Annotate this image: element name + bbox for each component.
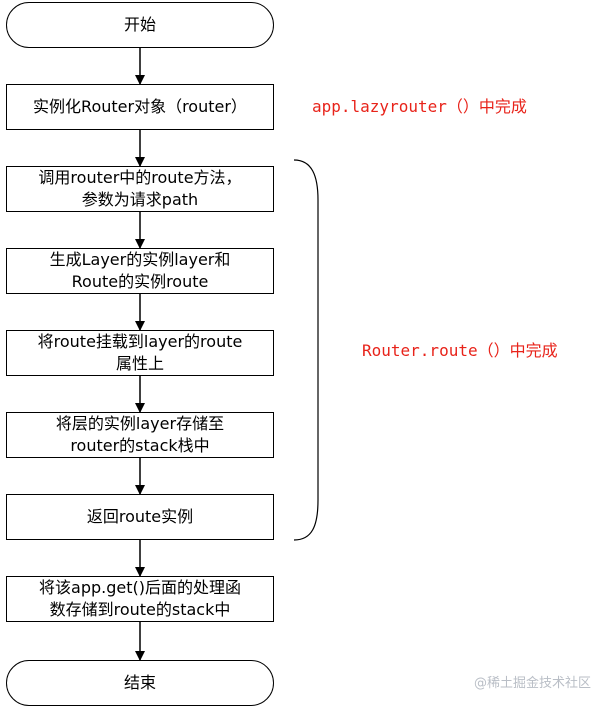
step-1-instantiate-router: 实例化Router对象（router） <box>6 84 274 130</box>
start-label: 开始 <box>123 15 156 34</box>
end-node: 结束 <box>6 660 274 706</box>
step-4-mount-route-on-layer: 将route挂载到layer的route 属性上 <box>6 330 274 376</box>
step-5-label-line-1: 将层的实例layer存储至 <box>55 414 225 433</box>
step-7-label-line-2: 数存储到route的stack中 <box>49 600 231 619</box>
step-3-label-line-1: 生成Layer的实例layer和 <box>49 250 231 269</box>
step-1-label: 实例化Router对象（router） <box>33 97 247 116</box>
step-3-create-layer-and-route: 生成Layer的实例layer和 Route的实例route <box>6 248 274 294</box>
step-4-label-line-2: 属性上 <box>115 354 164 373</box>
step-7-store-handlers: 将该app.get()后面的处理函 数存储到route的stack中 <box>6 576 274 622</box>
step-3-label-line-2: Route的实例route <box>71 272 209 291</box>
step-2-label-line-1: 调用router中的route方法， <box>38 168 242 187</box>
step-5-label-line-2: router的stack栈中 <box>70 436 210 455</box>
step-2-label-line-2: 参数为请求path <box>81 190 199 209</box>
watermark: @稀土掘金技术社区 <box>474 676 592 691</box>
route-group-brace <box>293 159 319 541</box>
step-4-label-line-1: 将route挂载到layer的route <box>37 332 243 351</box>
end-label: 结束 <box>123 673 156 692</box>
step-7-label-line-1: 将该app.get()后面的处理函 <box>39 578 241 597</box>
step-5-store-layer-in-stack: 将层的实例layer存储至 router的stack栈中 <box>6 412 274 458</box>
lazyrouter-annotation: app.lazyrouter（）中完成 <box>312 97 527 116</box>
step-2-call-route-method: 调用router中的route方法， 参数为请求path <box>6 166 274 212</box>
step-6-label: 返回route实例 <box>86 507 194 526</box>
start-node: 开始 <box>6 2 274 48</box>
step-6-return-route: 返回route实例 <box>6 494 274 540</box>
router-route-annotation: Router.route（）中完成 <box>362 341 558 360</box>
